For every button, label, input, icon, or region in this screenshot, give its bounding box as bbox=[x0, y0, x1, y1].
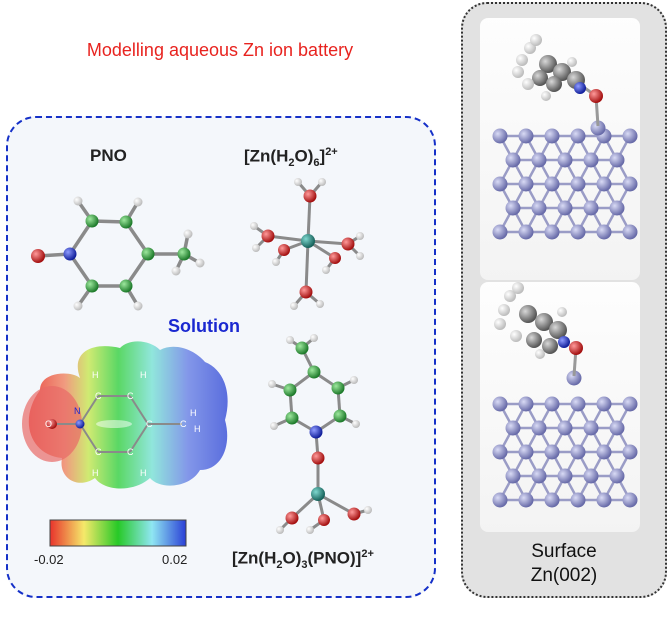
zn-surface-atom bbox=[609, 200, 625, 216]
zn-surface-atom bbox=[492, 492, 508, 508]
zn-surface-atom bbox=[609, 152, 625, 168]
zn-surface-atom bbox=[505, 420, 521, 436]
zn-hexaaqua-label: [Zn(H2O)6]2+ bbox=[244, 146, 338, 170]
zn-surface-atom bbox=[505, 200, 521, 216]
zn-surface-atom bbox=[505, 152, 521, 168]
zn-surface-atom bbox=[518, 492, 534, 508]
zn-surface-atom bbox=[518, 176, 534, 192]
zn-surface-atom bbox=[609, 468, 625, 484]
zn-surface-atom bbox=[557, 152, 573, 168]
zn-surface-atom bbox=[570, 492, 586, 508]
zn-surface-atom bbox=[531, 420, 547, 436]
zn-surface-atom bbox=[570, 176, 586, 192]
zn-surface-atom bbox=[583, 152, 599, 168]
zn-surface-atom bbox=[570, 224, 586, 240]
zn-surface-atom bbox=[557, 200, 573, 216]
zn-surface-atom bbox=[492, 396, 508, 412]
zn-pno-complex bbox=[268, 334, 372, 534]
zn-surface-atom bbox=[557, 468, 573, 484]
esp-label-h5: H bbox=[190, 408, 197, 418]
esp-label-c4: C bbox=[127, 447, 134, 457]
zn-surface-atom bbox=[544, 128, 560, 144]
zn-surface-atom bbox=[492, 444, 508, 460]
surface-label-line1: Surface bbox=[531, 541, 597, 562]
surface-label: Surface Zn(002) bbox=[484, 540, 644, 588]
solution-label: Solution bbox=[168, 316, 240, 336]
esp-label-n: N bbox=[74, 406, 81, 416]
esp-label-h2: H bbox=[140, 370, 147, 380]
zn-surface-atom bbox=[544, 396, 560, 412]
zn-surface-atom bbox=[622, 224, 638, 240]
zn-surface-atom bbox=[596, 396, 612, 412]
zn-surface-atom bbox=[570, 128, 586, 144]
esp-label-h6: H bbox=[194, 424, 201, 434]
zn-surface-atom bbox=[544, 492, 560, 508]
zn-surface-atom bbox=[596, 224, 612, 240]
esp-label-c3: C bbox=[146, 419, 153, 429]
zn-surface-atom bbox=[544, 176, 560, 192]
zn-surface-atom bbox=[557, 420, 573, 436]
adsorbate-top bbox=[512, 34, 603, 127]
solution-panel bbox=[6, 116, 436, 598]
zn-surface-atom bbox=[596, 492, 612, 508]
zn-surface-atom bbox=[622, 444, 638, 460]
zn-surface-atom bbox=[583, 420, 599, 436]
zn-surface-atom bbox=[544, 224, 560, 240]
adsorbate-bottom bbox=[494, 282, 583, 377]
zn-surface-atom bbox=[622, 396, 638, 412]
zn-surface-atom bbox=[531, 152, 547, 168]
pno-molecule bbox=[31, 196, 205, 311]
esp-label-c5: C bbox=[95, 447, 102, 457]
zn-surface-atom bbox=[518, 444, 534, 460]
esp-label-h4: H bbox=[140, 468, 147, 478]
esp-label-c6: C bbox=[180, 419, 187, 429]
zn-surface-atom bbox=[518, 224, 534, 240]
zn-surface-atom bbox=[622, 492, 638, 508]
zn-surface-atom bbox=[518, 396, 534, 412]
esp-map bbox=[22, 341, 228, 489]
zn-surface-atom bbox=[596, 444, 612, 460]
zn-surface-atom bbox=[531, 200, 547, 216]
zn-surface-atom bbox=[596, 176, 612, 192]
esp-colorbar bbox=[49, 519, 187, 547]
zn-surface-atom bbox=[570, 444, 586, 460]
esp-label-c1: C bbox=[95, 391, 102, 401]
esp-label-o: O bbox=[45, 419, 52, 429]
zn-surface-atom bbox=[570, 396, 586, 412]
surface-slab-bottom-bg bbox=[480, 282, 640, 532]
zn-surface-atom bbox=[492, 128, 508, 144]
zn-surface-atom bbox=[492, 224, 508, 240]
colorbar-min-label: -0.02 bbox=[34, 552, 64, 567]
esp-label-h3: H bbox=[92, 468, 99, 478]
colorbar-max-label: 0.02 bbox=[162, 552, 188, 567]
surface-slab-top bbox=[492, 120, 638, 240]
zn-surface-atom bbox=[583, 200, 599, 216]
zn-surface-atom bbox=[505, 468, 521, 484]
esp-label-h1: H bbox=[92, 370, 99, 380]
zn-adatom bbox=[566, 370, 582, 386]
esp-label-c2: C bbox=[127, 391, 134, 401]
zn-surface-atom bbox=[622, 128, 638, 144]
zn-hexaaqua-complex bbox=[250, 178, 364, 310]
zn-pno-label: [Zn(H2O)3(PNO)]2+ bbox=[232, 548, 374, 572]
figure-title: Modelling aqueous Zn ion battery bbox=[86, 40, 354, 60]
surface-slab-bottom bbox=[492, 370, 638, 508]
zn-surface-atom bbox=[531, 468, 547, 484]
zn-surface-atom bbox=[609, 420, 625, 436]
surface-label-line2: Zn(002) bbox=[530, 565, 598, 586]
zn-surface-atom bbox=[492, 176, 508, 192]
zn-surface-atom bbox=[583, 468, 599, 484]
zn-surface-atom bbox=[622, 176, 638, 192]
pno-label: PNO bbox=[90, 146, 127, 165]
zn-adatom bbox=[590, 120, 606, 136]
zn-surface-atom bbox=[518, 128, 534, 144]
zn-surface-atom bbox=[544, 444, 560, 460]
